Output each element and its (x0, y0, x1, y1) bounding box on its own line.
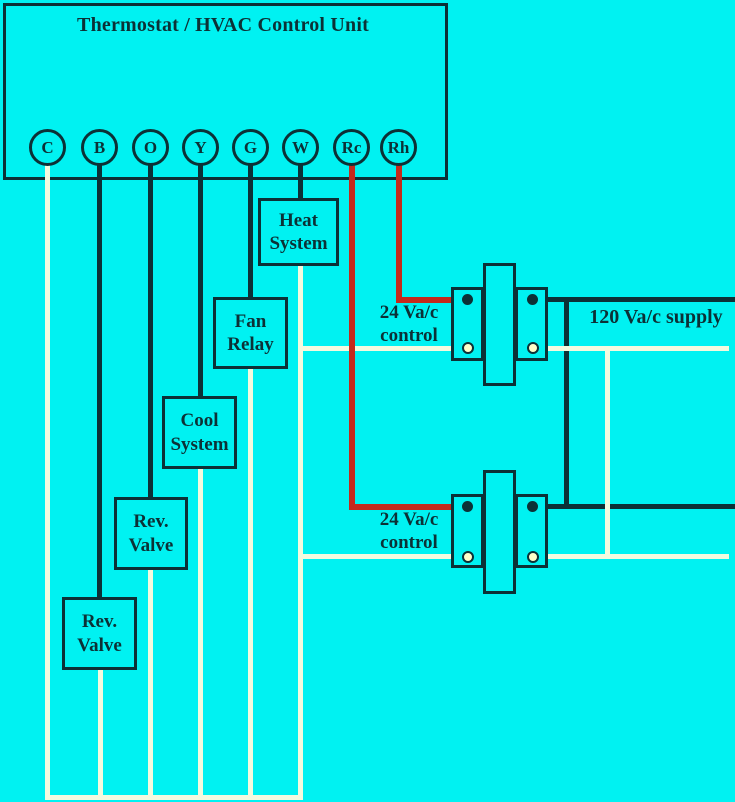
wire-c-common (45, 165, 50, 800)
cool-system-box: Cool System (162, 396, 237, 469)
terminal-w: W (282, 129, 319, 166)
transformer-lower-core (483, 470, 516, 594)
terminal-g: G (232, 129, 269, 166)
diagram-title: Thermostat / HVAC Control Unit (77, 14, 369, 36)
heat-system-box: Heat System (258, 198, 339, 266)
terminal-g-label: G (243, 137, 258, 157)
rev-valve-box-2: Rev. Valve (62, 597, 137, 670)
terminal-rc: Rc (333, 129, 370, 166)
wire-g-black (248, 165, 253, 299)
wire-supply-hot-lower (533, 504, 735, 509)
rev-valve-box-1: Rev. Valve (114, 497, 188, 570)
terminal-c: C (29, 129, 66, 166)
terminal-rh-label: Rh (387, 137, 410, 157)
control-voltage-label-upper: 24 Va/c control (379, 302, 439, 347)
terminal-rh: Rh (380, 129, 417, 166)
wire-revvalve1-common (148, 567, 153, 800)
wire-supply-hot-riser (564, 299, 569, 507)
terminal-o-label: O (143, 137, 158, 157)
wire-o-black (148, 165, 153, 499)
terminal-b: B (81, 129, 118, 166)
transformer-upper-right-hot-terminal (527, 294, 538, 305)
transformer-upper-right-neutral-terminal (527, 342, 539, 354)
transformer-lower-left-hot-terminal (462, 501, 473, 512)
wire-rc-red-horizontal (349, 504, 468, 510)
transformer-upper-core (483, 263, 516, 386)
wire-heat-common (298, 263, 303, 800)
wire-w-black (298, 165, 303, 200)
wire-common-bus-bottom (45, 795, 303, 800)
transformer-upper-left-hot-terminal (462, 294, 473, 305)
wire-supply-neutral-lower (533, 554, 729, 559)
terminal-rc-label: Rc (341, 137, 362, 157)
wire-fan-common (248, 366, 253, 800)
transformer-lower-left-neutral-terminal (462, 551, 474, 563)
terminal-w-label: W (292, 137, 309, 157)
wire-revvalve2-common (98, 667, 103, 800)
wire-common-branch-upper (301, 346, 468, 351)
control-voltage-label-lower: 24 Va/c control (379, 509, 439, 554)
terminal-o: O (132, 129, 169, 166)
supply-voltage-label: 120 Va/c supply (589, 306, 723, 328)
terminal-c-label: C (41, 137, 54, 157)
transformer-lower-right-hot-terminal (527, 501, 538, 512)
transformer-lower-right-neutral-terminal (527, 551, 539, 563)
fan-relay-box: Fan Relay (213, 297, 288, 369)
wire-supply-neutral-upper (533, 346, 729, 351)
wire-common-branch-lower (301, 554, 468, 559)
wire-rh-red-horizontal (396, 297, 468, 303)
wire-b-black (97, 165, 102, 599)
terminal-y-label: Y (194, 137, 207, 157)
wire-rc-red-vertical (349, 165, 355, 510)
wire-rh-red-vertical (396, 165, 402, 303)
wire-cool-common (198, 466, 203, 800)
terminal-b-label: B (93, 137, 106, 157)
wire-supply-neutral-riser (605, 348, 610, 557)
thermostat-box (3, 3, 448, 180)
wire-y-black (198, 165, 203, 398)
wire-supply-hot-upper (533, 297, 735, 302)
transformer-upper-left-neutral-terminal (462, 342, 474, 354)
terminal-y: Y (182, 129, 219, 166)
